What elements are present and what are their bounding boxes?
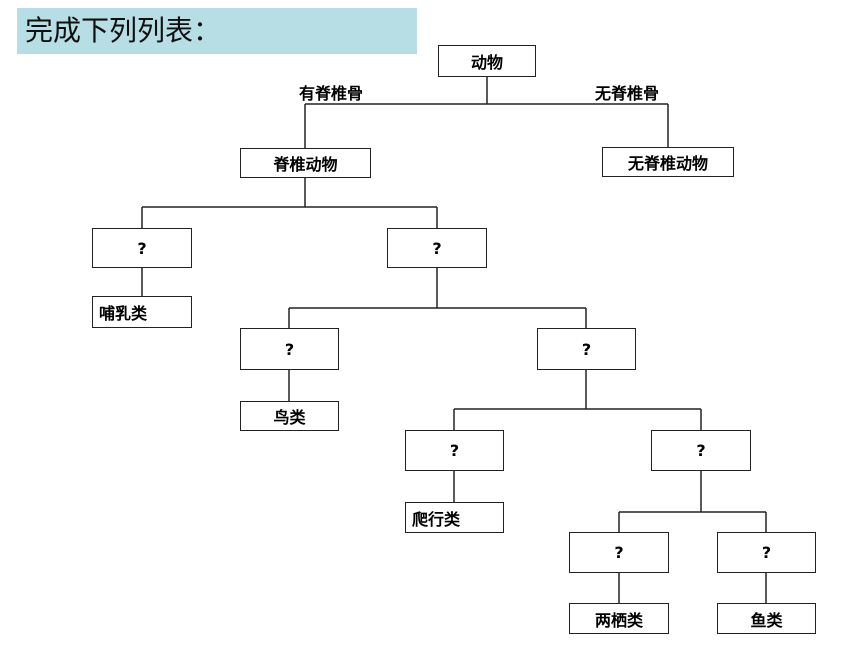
- branch-label-no-vertebral: 无脊椎骨: [595, 80, 659, 104]
- node-unknown-mammal-group: ?: [92, 228, 192, 268]
- node-label: ?: [581, 339, 592, 359]
- node-label: ?: [761, 543, 772, 562]
- node-label: ?: [284, 339, 295, 359]
- node-fish: 鱼类: [717, 603, 816, 634]
- node-unknown-nonmammal-group: ?: [387, 228, 487, 268]
- node-unknown-reptile-group: ?: [405, 430, 504, 471]
- node-label: 无脊椎动物: [627, 154, 708, 173]
- node-label: 动物: [470, 53, 503, 72]
- node-label: 两栖类: [594, 610, 643, 630]
- node-label: ?: [614, 543, 624, 562]
- node-label: ?: [696, 441, 706, 460]
- node-label: 哺乳类: [99, 304, 148, 323]
- node-label: 脊椎动物: [273, 155, 338, 174]
- node-unknown-coldblooded-group: ?: [537, 328, 636, 370]
- node-vertebrates: 脊椎动物: [240, 148, 371, 178]
- node-reptiles: 爬行类: [405, 502, 504, 533]
- node-label: ?: [137, 238, 147, 258]
- node-unknown-aquatic-group: ?: [651, 430, 751, 471]
- node-unknown-bird-group: ?: [240, 328, 339, 370]
- node-label: ?: [449, 441, 460, 460]
- node-unknown-fish-group: ?: [717, 532, 816, 573]
- node-label: 鸟类: [273, 408, 306, 427]
- title-banner: 完成下列列表：: [17, 8, 417, 54]
- node-amphibians: 两栖类: [569, 603, 669, 634]
- branch-label-text: 有脊椎骨: [299, 84, 364, 103]
- node-animals: 动物: [438, 45, 536, 77]
- node-label: ?: [432, 238, 442, 258]
- page-title: 完成下列列表：: [25, 14, 222, 47]
- node-birds: 鸟类: [240, 401, 339, 431]
- node-label: 爬行类: [412, 509, 461, 529]
- node-label: 鱼类: [750, 610, 783, 630]
- node-mammals: 哺乳类: [92, 296, 192, 328]
- node-invertebrates: 无脊椎动物: [602, 147, 734, 177]
- branch-label-vertebral: 有脊椎骨: [299, 80, 363, 104]
- node-unknown-amphibian-group: ?: [569, 532, 669, 573]
- branch-label-text: 无脊椎骨: [595, 84, 660, 103]
